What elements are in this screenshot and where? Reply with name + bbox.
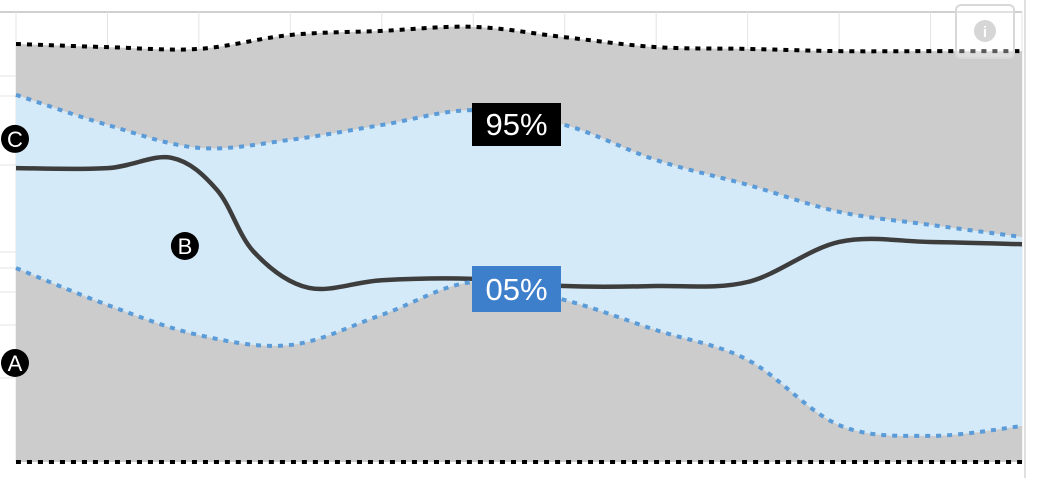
marker-label: A (8, 351, 23, 376)
label-upper: 95% (472, 103, 561, 146)
info-button[interactable]: i (955, 4, 1015, 59)
series-line-95pct (15, 92, 1023, 239)
marker-label: C (7, 127, 23, 152)
label-upper-text: 95% (485, 107, 547, 142)
svg-text:i: i (983, 24, 987, 41)
marker-b: B (170, 232, 199, 260)
label-lower-text: 05% (485, 272, 547, 307)
marker-c: C (1, 124, 29, 153)
marker-a: A (1, 349, 29, 377)
label-lower: 05% (472, 266, 561, 312)
series-line-median (15, 154, 1023, 292)
info-icon (974, 20, 996, 42)
confidence-band-area (16, 94, 1022, 436)
marker-label: B (178, 234, 193, 259)
